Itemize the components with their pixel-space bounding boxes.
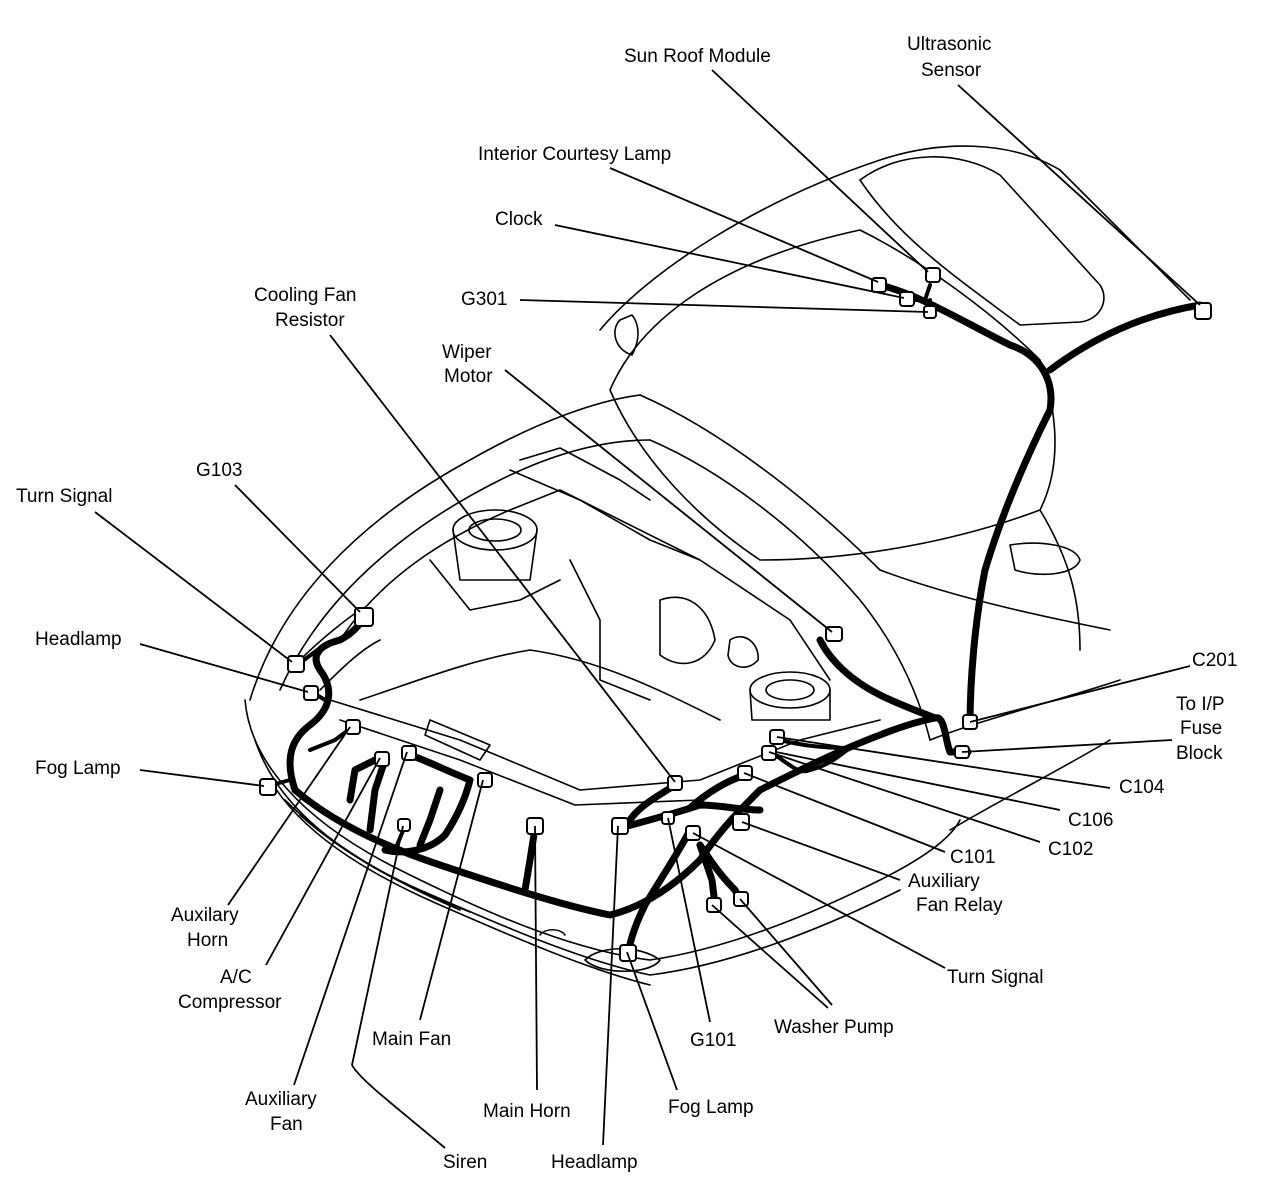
label-c101: C101 [950, 847, 995, 868]
label-main-fan: Main Fan [372, 1029, 451, 1050]
label-fog-lamp-left: Fog Lamp [35, 758, 121, 779]
label-wiper-motor-line2: Motor [444, 366, 493, 387]
sun-roof-connector [925, 267, 941, 283]
labels: Sun Roof Module Ultrasonic Sensor Interi… [16, 34, 1237, 1173]
label-main-horn: Main Horn [483, 1101, 571, 1122]
clock-connector [899, 291, 915, 307]
headlamp-left-connector [303, 685, 319, 701]
label-c102: C102 [1048, 839, 1093, 860]
label-cooling-fan-resistor-line1: Cooling Fan [254, 285, 356, 306]
label-headlamp-bottom: Headlamp [551, 1152, 638, 1173]
label-auxiliary-horn-line1: Auxilary [171, 905, 239, 926]
washer-pump-connector-a [706, 897, 722, 913]
label-ac-compressor-line1: A/C [220, 967, 252, 988]
label-auxiliary-fan-line2: Fan [270, 1114, 303, 1135]
label-turn-signal-left: Turn Signal [16, 486, 112, 507]
headlamp-right-connector [611, 817, 629, 835]
c106-connector [761, 745, 777, 761]
label-washer-pump: Washer Pump [774, 1017, 894, 1038]
label-to-ip-fuse-block-line1: To I/P [1176, 694, 1225, 715]
aux-horn-connector [345, 719, 361, 735]
leader-lines [94, 69, 1201, 1149]
label-to-ip-fuse-block-line3: Block [1176, 743, 1223, 764]
label-ac-compressor-line2: Compressor [178, 992, 282, 1013]
vehicle-body-outline [244, 145, 1191, 986]
cooling-fan-resistor-connector [667, 775, 683, 791]
label-siren: Siren [443, 1152, 487, 1173]
label-auxiliary-horn-line2: Horn [187, 930, 228, 951]
label-ultrasonic-sensor-line1: Ultrasonic [907, 34, 991, 55]
label-auxiliary-fan-line1: Auxiliary [245, 1089, 317, 1110]
fog-lamp-left-connector [259, 778, 277, 796]
turn-signal-left-connector [287, 655, 305, 673]
label-cooling-fan-resistor-line2: Resistor [275, 310, 345, 331]
label-c106: C106 [1068, 810, 1113, 831]
label-ultrasonic-sensor-line2: Sensor [921, 60, 982, 81]
g103-ground [354, 607, 374, 627]
main-fan-connector [477, 772, 493, 788]
label-g101: G101 [690, 1030, 736, 1051]
wiring-harness [266, 281, 1204, 959]
label-c104: C104 [1119, 777, 1165, 798]
label-turn-signal-right: Turn Signal [947, 967, 1043, 988]
label-c201: C201 [1192, 650, 1237, 671]
label-g103: G103 [196, 460, 242, 481]
connectors [259, 267, 1212, 962]
label-sun-roof-module: Sun Roof Module [624, 46, 771, 67]
ultrasonic-sensor-connector [1194, 302, 1212, 320]
label-clock: Clock [495, 209, 543, 230]
label-auxiliary-fan-relay-line1: Auxiliary [908, 871, 980, 892]
label-wiper-motor-line1: Wiper [442, 342, 492, 363]
label-headlamp-left: Headlamp [35, 629, 122, 650]
aux-fan-relay-connector [732, 813, 750, 831]
siren-connector [397, 818, 411, 832]
label-to-ip-fuse-block-line2: Fuse [1180, 718, 1222, 739]
label-interior-courtesy-lamp: Interior Courtesy Lamp [478, 144, 671, 165]
label-auxiliary-fan-relay-line2: Fan Relay [916, 895, 1003, 916]
label-fog-lamp-bottom: Fog Lamp [668, 1097, 754, 1118]
label-g301: G301 [461, 289, 507, 310]
